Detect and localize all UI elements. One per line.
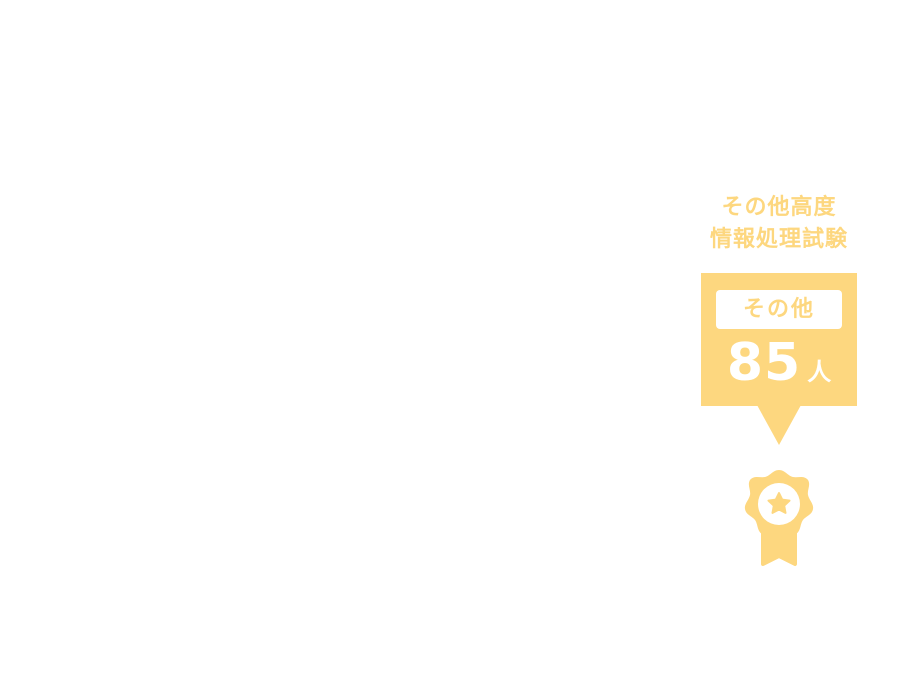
title-line-1: その他高度 <box>721 195 837 220</box>
badge-pointer <box>757 405 801 445</box>
category-label: その他 <box>716 290 842 329</box>
title-line-2: 情報処理試験 <box>709 227 848 252</box>
exam-category-title: その他高度 情報処理試験 <box>690 192 868 256</box>
medal-star-icon <box>744 470 814 566</box>
count-unit: 人 <box>807 358 832 386</box>
count-number: 85 <box>726 333 802 393</box>
